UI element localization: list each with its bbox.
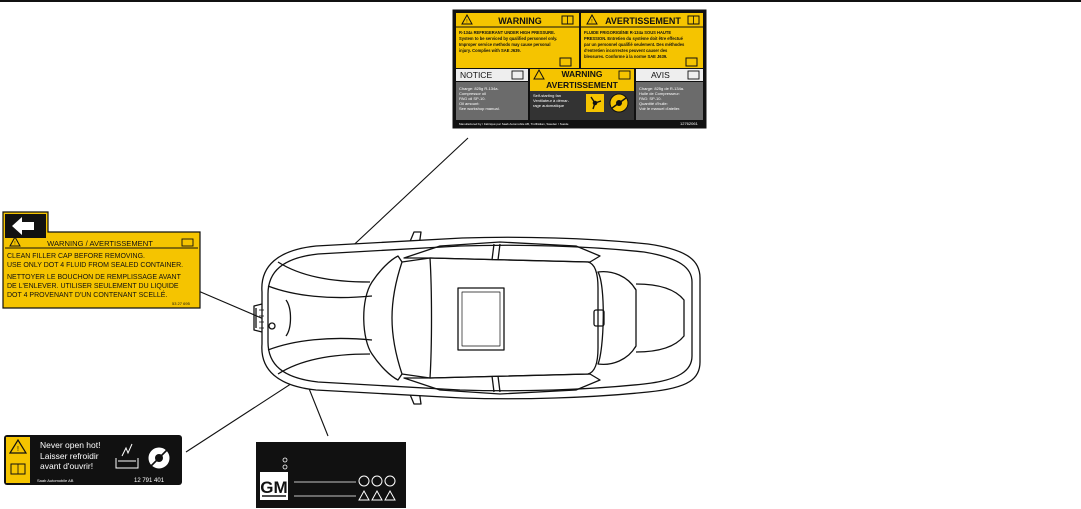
ac-notice-body-4: Oil amount: — [459, 101, 479, 106]
brake-part-no: 53 27 695 — [172, 301, 191, 306]
ac-notice-body-1: Charge: 825g R-134a. — [459, 86, 499, 91]
ac-avertissement-center: AVERTISSEMENT — [546, 80, 618, 90]
arrow-icon — [12, 217, 34, 235]
warning-triangle-icon — [9, 235, 21, 247]
ac-body-right-4: d'entretien incorrectes peuvent causer d… — [584, 48, 668, 53]
warning-triangle-icon — [461, 13, 473, 25]
coolant-line-3: avant d'ouvrir! — [40, 461, 93, 471]
ac-warning-center: WARNING — [561, 69, 602, 79]
manual-book-icon — [685, 57, 698, 67]
ac-avis: AVIS — [651, 70, 670, 80]
coolant-maker: Saab Automobile AB — [37, 478, 74, 483]
leader-coolant — [185, 377, 301, 453]
coolant-label: ! Never open hot! Laisser refroidir avan… — [4, 435, 182, 485]
car-outline — [253, 231, 701, 405]
manual-book-icon — [181, 238, 194, 247]
svg-text:!: ! — [466, 19, 467, 25]
ac-avis-body-5: Voir le manuel d'atelier. — [639, 106, 680, 111]
brake-line-en-2: USE ONLY DOT 4 FLUID FROM SEALED CONTAIN… — [7, 262, 183, 269]
coolant-part-no: 12 791 401 — [134, 478, 165, 484]
ac-avis-body-4: Quantité d'huile: — [639, 101, 668, 106]
manual-book-icon — [687, 70, 700, 80]
coolant-line-1: Never open hot! — [40, 440, 100, 450]
ac-body-right-1: FLUIDE FRIGORIGÈNE R-134a SOUS HAUTE — [584, 30, 671, 35]
windshield — [363, 255, 403, 381]
brake-fluid-label: ! WARNING / AVERTISSEMENT CLEAN FILLER C… — [2, 211, 201, 309]
gm-logo: GM — [260, 478, 287, 497]
ac-footer: Manufactured by / Fabriqué par Saab Auto… — [459, 122, 569, 126]
sunroof — [457, 287, 505, 351]
ac-body-left-4: injury. Complies with SAE J639. — [459, 48, 521, 53]
warning-triangle-icon — [586, 13, 598, 25]
leader-gm — [307, 385, 329, 437]
ac-notice-body-5: See workshop manual. — [459, 106, 500, 111]
ac-center-body-1: Self-starting fan — [533, 93, 561, 98]
warning-triangle-icon — [8, 438, 28, 454]
ac-notice-body-3: PAG oil SP-10. — [459, 96, 486, 101]
rear-window — [597, 270, 637, 366]
coolant-line-2: Laisser refroidir — [40, 451, 99, 461]
gm-label: GM — [256, 442, 406, 508]
ac-header-left: WARNING — [498, 16, 542, 26]
ac-part-no: 12762061 — [680, 121, 699, 126]
ac-avis-body-2: Huile de Compresseur: — [639, 91, 680, 96]
manual-book-icon — [559, 57, 572, 67]
ac-label: ! WARNING ! AVERTISSEMENT R-134a REFRIGE… — [452, 9, 707, 129]
warning-triangle-icon — [533, 68, 545, 80]
ac-header-right: AVERTISSEMENT — [605, 16, 681, 26]
brake-header: WARNING / AVERTISSEMENT — [47, 239, 153, 248]
ac-avis-body-1: Charge: 825g de R-134a. — [639, 86, 684, 91]
manual-book-icon — [511, 70, 524, 80]
svg-text:!: ! — [14, 241, 15, 247]
ac-body-right-2: PRESSION. Entretien du système doit être… — [584, 36, 684, 41]
roof — [429, 257, 599, 379]
ac-center-body-2: Ventilateur à démar- — [533, 98, 570, 103]
brake-line-fr-3: DOT 4 PROVENANT D'UN CONTENANT SCELLÉ. — [7, 290, 167, 299]
ac-body-right-5: blessures. Conforme à la norme SAE J639. — [584, 54, 667, 59]
ac-body-right-3: par un personnel qualifié seulement. Des… — [584, 42, 685, 47]
ac-notice-body-2: Compressor oil — [459, 91, 486, 96]
manual-book-icon — [618, 70, 631, 80]
ac-notice: NOTICE — [460, 70, 492, 80]
top-rule — [0, 0, 1081, 2]
ac-body-left-2: System to be serviced by qualified perso… — [459, 36, 557, 41]
brake-line-fr-1: NETTOYER LE BOUCHON DE REMPLISSAGE AVANT — [7, 274, 182, 281]
svg-text:!: ! — [17, 446, 19, 453]
ac-center-body-3: rage automatique — [533, 103, 565, 108]
ac-body-left-1: R-134a REFRIGERANT UNDER HIGH PRESSURE. — [459, 30, 555, 35]
ac-body-left-3: Improper service methods may cause perso… — [459, 42, 550, 47]
brake-line-fr-2: DE L'ENLEVER. UTILISER SEULEMENT DU LIQU… — [7, 283, 179, 290]
svg-text:!: ! — [591, 19, 592, 25]
ac-avis-body-3: PAG: SP-10. — [639, 96, 662, 101]
brake-line-en-1: CLEAN FILLER CAP BEFORE REMOVING. — [7, 253, 145, 260]
hot-coolant-icon — [115, 443, 139, 469]
